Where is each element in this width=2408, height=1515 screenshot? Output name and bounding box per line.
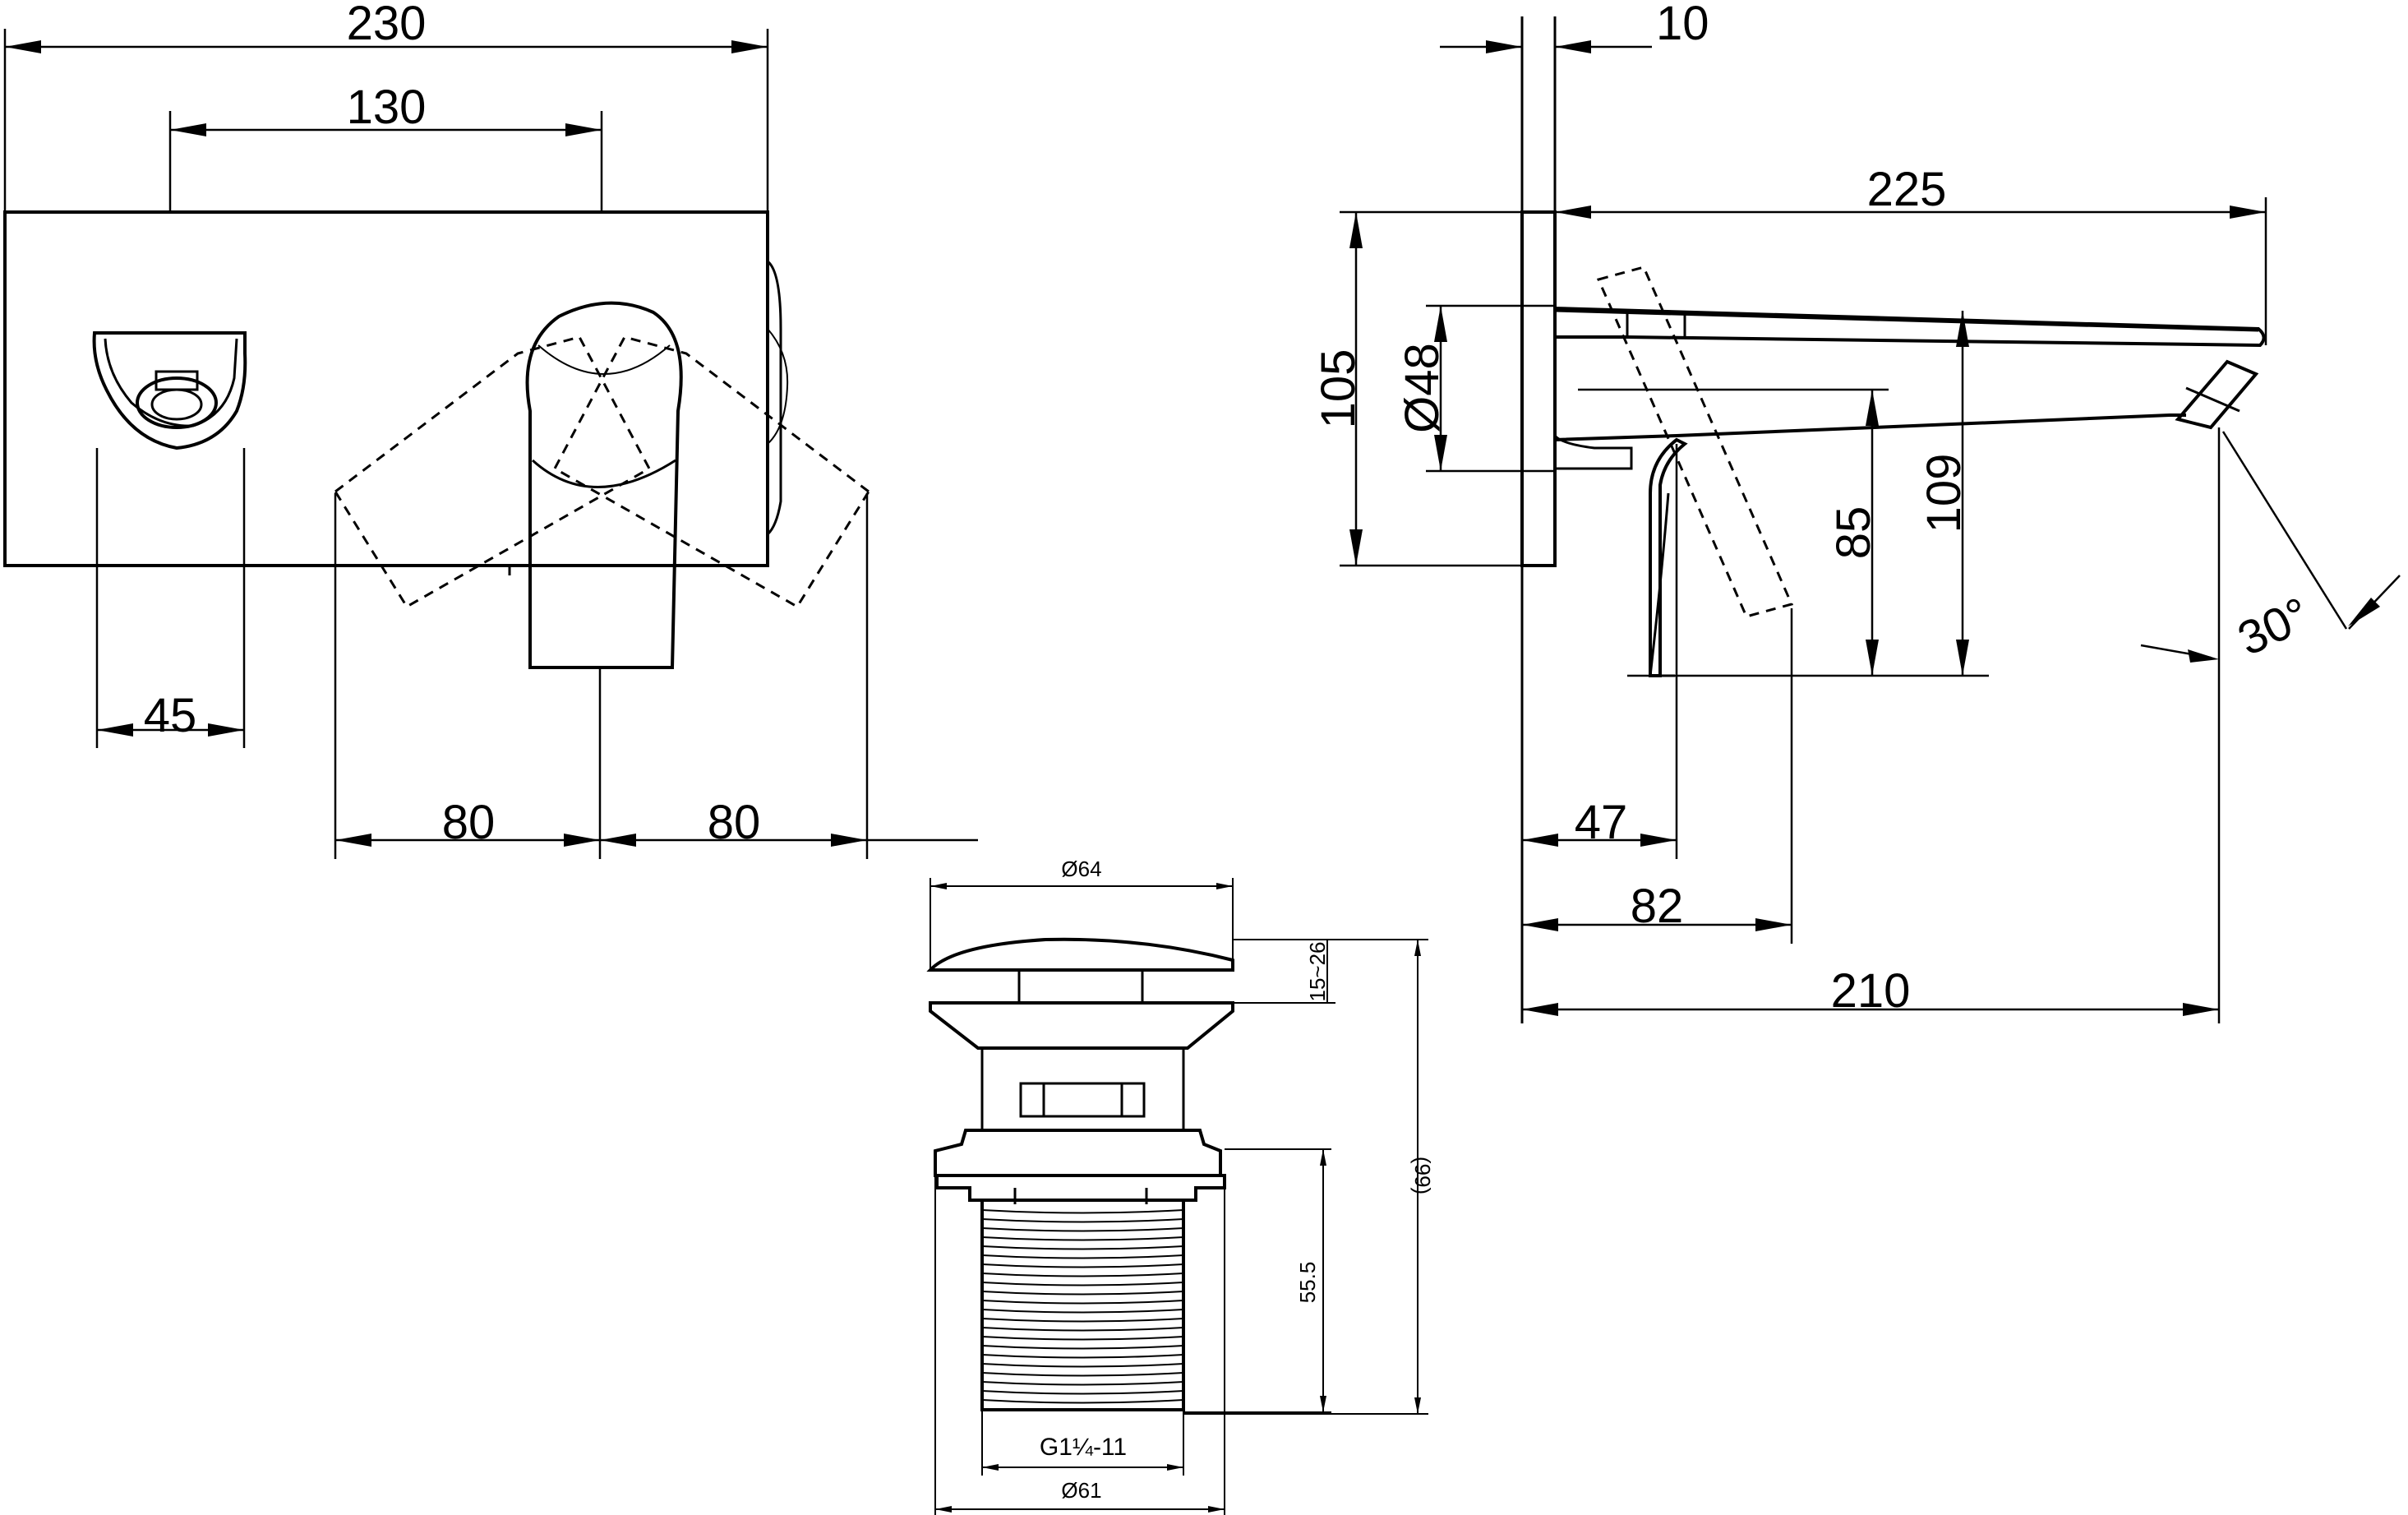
thread-line (981, 1263, 1184, 1268)
thread-line (981, 1327, 1184, 1332)
thread-line (981, 1254, 1184, 1259)
thread-line (981, 1209, 1184, 1214)
dim-total-height: (99) (1183, 939, 1435, 1415)
dim-diameter-48: Ø48 (1395, 304, 1555, 473)
dim-angle-30-label: 30° (2230, 587, 2318, 666)
side-view: 10 225 105 Ø48 (1312, 0, 2401, 1023)
thread-line (981, 1291, 1184, 1296)
thread-line (981, 1345, 1184, 1350)
dim-thread-diameter-label: Ø61 (1061, 1478, 1101, 1503)
dim-80-80: 80 80 (334, 493, 978, 859)
thread-line (981, 1273, 1184, 1277)
waste-view: Ø64 15~26 (99) 55.5 (926, 857, 1435, 1515)
thread-line (981, 1218, 1184, 1223)
dim-47-label: 47 (1575, 796, 1628, 849)
drain-nut-icon (934, 1129, 1226, 1204)
lever-side-icon (1649, 437, 1688, 677)
dim-lift: 15~26 (1233, 939, 1335, 1004)
side-wall-plate (1520, 210, 1557, 567)
thread-line (981, 1282, 1184, 1286)
dim-body-height: 55.5 (1183, 1148, 1331, 1413)
dim-thread: G1¼-11 (981, 1410, 1184, 1476)
dim-85-label: 85 (1827, 506, 1880, 560)
dim-angle-30: 30° (2140, 427, 2401, 1023)
front-plate-edge (766, 260, 782, 536)
dim-45: 45 (95, 448, 246, 748)
dim-109-label: 109 (1917, 454, 1971, 533)
front-view: 230 130 45 (3, 0, 978, 859)
dim-80-left-label: 80 (442, 796, 496, 849)
dim-thread-diameter: Ø61 (934, 1176, 1225, 1515)
dim-230: 230 (3, 0, 769, 212)
thread-line (981, 1354, 1184, 1359)
drain-flange-icon (929, 1001, 1234, 1130)
dim-45-label: 45 (144, 689, 197, 742)
thread-line (981, 1336, 1184, 1341)
dim-210-label: 210 (1831, 964, 1911, 1018)
dim-225: 225 (1555, 163, 2267, 345)
drain-cap-icon (926, 937, 1234, 1005)
thread-line (981, 1390, 1184, 1395)
spout-side-icon (1553, 306, 2266, 470)
dim-47: 47 (1522, 444, 1678, 859)
dim-109: 109 (1917, 311, 1971, 676)
front-wall-plate (3, 210, 769, 567)
spout-outlet-icon (92, 331, 247, 450)
dim-10: 10 (1440, 0, 1709, 53)
dim-82: 82 (1522, 608, 1793, 944)
lever-handle-icon (525, 301, 683, 669)
dim-225-label: 225 (1867, 163, 1947, 216)
dim-cap-diameter: Ø64 (930, 857, 1234, 970)
dim-130-label: 130 (347, 81, 427, 134)
handle-swing-left (334, 335, 652, 609)
dim-85: 85 (1578, 388, 1989, 677)
dim-diameter-48-label: Ø48 (1395, 343, 1449, 433)
dim-10-label: 10 (1656, 0, 1709, 50)
dim-body-height-label: 55.5 (1295, 1262, 1320, 1304)
thread-line (981, 1309, 1184, 1314)
lever-rotation-dashed (1596, 266, 1794, 618)
dim-210: 210 (1522, 964, 2219, 1018)
dim-105: 105 (1312, 210, 1522, 567)
thread-line (981, 1300, 1184, 1305)
dim-total-height-label: (99) (1410, 1157, 1435, 1194)
thread-line (981, 1236, 1184, 1241)
thread-line (981, 1227, 1184, 1232)
dim-thread-label: G1¼-11 (1040, 1434, 1127, 1461)
thread-line (981, 1372, 1184, 1377)
thread-line (981, 1318, 1184, 1323)
thread-line (981, 1381, 1184, 1386)
thread-line (981, 1399, 1184, 1404)
dim-80-right-label: 80 (708, 796, 761, 849)
drain-thread-icon (980, 1199, 1185, 1411)
dim-130: 130 (168, 81, 603, 212)
handle-swing-right (552, 335, 870, 609)
dim-cap-diameter-label: Ø64 (1061, 857, 1101, 881)
dim-82-label: 82 (1631, 880, 1684, 933)
dim-105-label: 105 (1312, 349, 1365, 429)
dim-lift-label: 15~26 (1305, 941, 1330, 1001)
dim-230-label: 230 (347, 0, 427, 50)
thread-line (981, 1363, 1184, 1368)
thread-line (981, 1245, 1184, 1250)
